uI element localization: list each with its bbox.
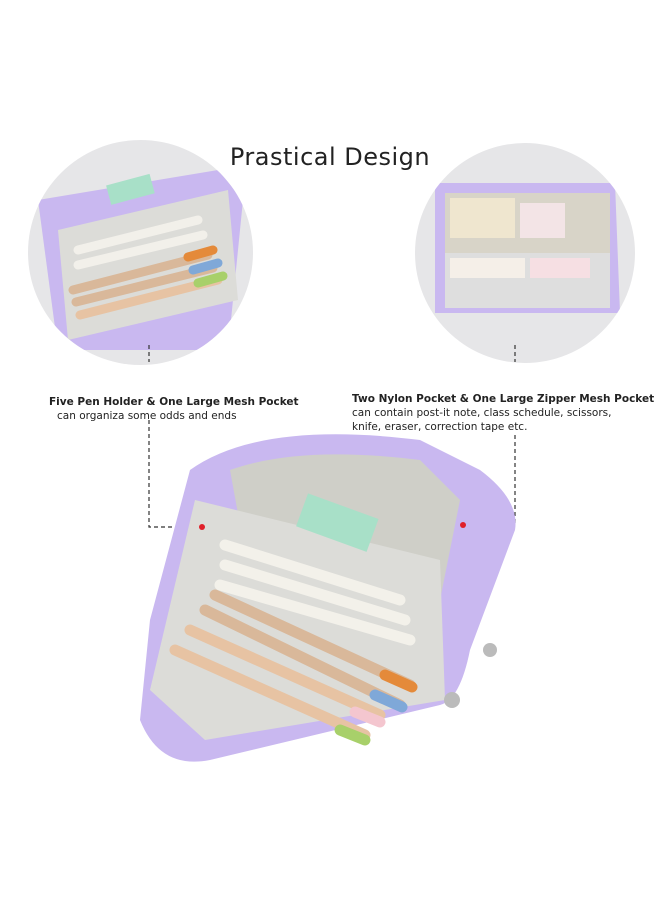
left-detail-circle <box>28 140 253 365</box>
right-feature-description-2: knife, eraser, correction tape etc. <box>352 421 528 433</box>
right-detail-circle <box>415 143 635 363</box>
pen-holder-illustration <box>38 170 243 350</box>
right-feature-caption: Two Nylon Pocket & One Large Zipper Mesh… <box>352 392 654 434</box>
page-title: Prastical Design <box>229 143 431 171</box>
mesh-pocket-illustration <box>435 183 620 313</box>
left-feature-description: can organiza some odds and ends <box>57 410 237 422</box>
left-feature-heading: Five Pen Holder & One Large Mesh Pocket <box>49 396 299 408</box>
left-feature-caption: Five Pen Holder & One Large Mesh Pocket … <box>49 395 299 423</box>
main-pouch-illustration <box>140 434 516 762</box>
right-feature-description-1: can contain post-it note, class schedule… <box>352 407 612 419</box>
left-marker-dot <box>199 524 205 530</box>
right-feature-heading: Two Nylon Pocket & One Large Zipper Mesh… <box>352 393 655 405</box>
right-marker-dot <box>460 522 466 528</box>
